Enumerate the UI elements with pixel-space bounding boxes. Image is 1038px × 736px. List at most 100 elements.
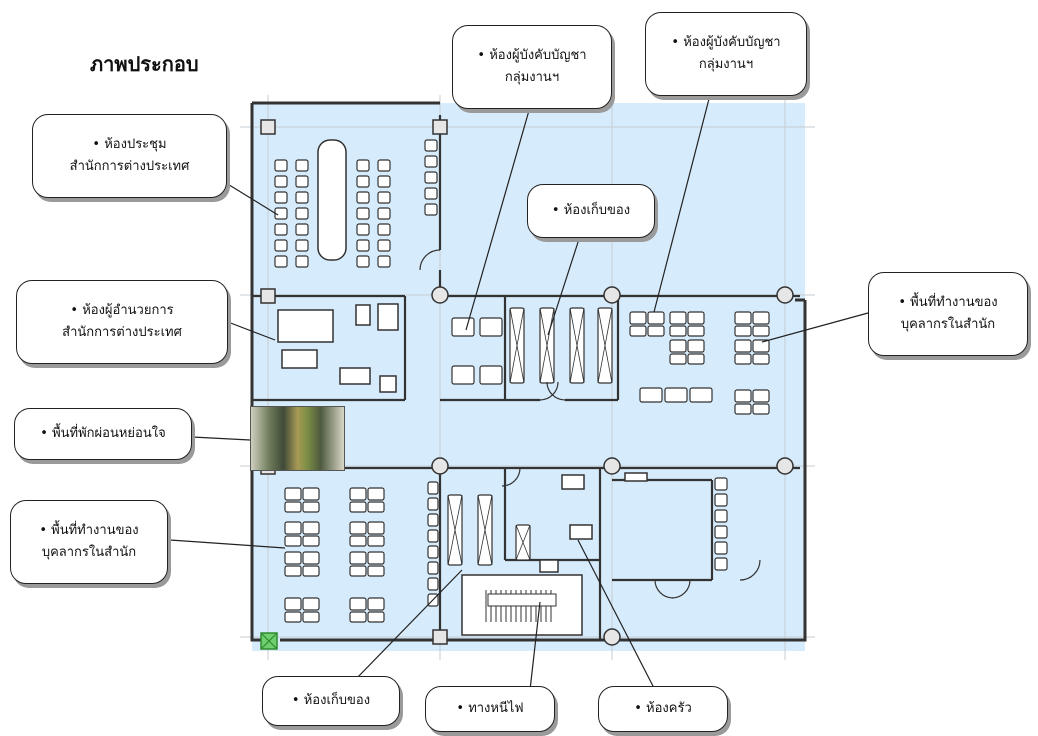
- desk-icon: [349, 487, 367, 501]
- chair-icon: [284, 611, 302, 623]
- chair-icon: [714, 493, 728, 507]
- chair-icon: [302, 565, 320, 577]
- callout-meeting-room: • ห้องประชุม สำนักการต่างประเทศ: [32, 114, 227, 198]
- chair-icon: [669, 353, 687, 365]
- chair-icon: [302, 611, 320, 623]
- desk-icon: [752, 339, 770, 353]
- chair-icon: [349, 501, 367, 513]
- chair-icon: [302, 535, 320, 547]
- chair-icon: [367, 535, 385, 547]
- callout-text-line: • ห้องผู้บังคับบัญชา: [671, 35, 781, 50]
- columns: [260, 119, 794, 646]
- desk-icon: [349, 597, 367, 611]
- chair-icon: [274, 191, 288, 204]
- chair-icon: [377, 239, 391, 252]
- chair-icon: [295, 239, 309, 252]
- callout-text-line: • ห้องเก็บของ: [551, 203, 631, 218]
- chair-icon: [714, 509, 728, 523]
- callout-fire-exit: • ทางหนีไฟ: [425, 686, 555, 732]
- chair-icon: [734, 403, 752, 415]
- chair-icon: [274, 207, 288, 220]
- desk-icon: [647, 311, 665, 325]
- chair-icon: [356, 207, 370, 220]
- callout-text-line: กลุ่มงานฯ: [504, 70, 560, 85]
- interior-walls: [252, 115, 800, 640]
- meeting-chairs: [274, 139, 438, 268]
- chair-icon: [295, 175, 309, 188]
- chair-icon: [367, 611, 385, 623]
- chair-icon: [377, 191, 391, 204]
- callout-text-line: • พื้นที่ทำงานของ: [898, 295, 998, 310]
- chair-icon: [349, 611, 367, 623]
- chair-icon: [424, 171, 438, 184]
- leader-lines: [169, 94, 869, 691]
- chair-icon: [302, 501, 320, 513]
- chair-icon: [377, 255, 391, 268]
- chair-icon: [377, 175, 391, 188]
- chair-icon: [629, 325, 647, 337]
- chair-icon: [752, 325, 770, 337]
- desk-icon: [349, 521, 367, 535]
- page-title: ภาพประกอบ: [90, 52, 199, 76]
- chair-icon: [295, 223, 309, 236]
- callout-text-line: • ห้องเก็บของ: [291, 693, 371, 708]
- director-office-furniture: [277, 303, 399, 393]
- chair-icon: [424, 139, 438, 152]
- callout-text-line: • ห้องประชุม: [92, 137, 167, 152]
- desk-icon: [752, 389, 770, 403]
- desk-icon: [302, 551, 320, 565]
- chair-icon: [752, 353, 770, 365]
- chair-icon: [274, 255, 288, 268]
- lounge-photo-icon: [250, 406, 345, 471]
- desk-icon: [349, 551, 367, 565]
- exterior-walls: [250, 101, 807, 642]
- chair-icon: [295, 159, 309, 172]
- chair-icon: [356, 159, 370, 172]
- callout-supervisor-room-2: • ห้องผู้บังคับบัญชา กลุ่มงานฯ: [645, 12, 807, 96]
- chair-icon: [424, 187, 438, 200]
- chair-icon: [424, 203, 438, 216]
- callout-text-line: • ทางหนีไฟ: [456, 701, 524, 716]
- desk-icon: [752, 311, 770, 325]
- chair-icon: [367, 501, 385, 513]
- desk-icon: [734, 389, 752, 403]
- desk-icon: [734, 311, 752, 325]
- chair-icon: [752, 403, 770, 415]
- desk-icon: [689, 387, 713, 403]
- chair-icon: [427, 577, 439, 591]
- chair-icon: [687, 353, 705, 365]
- desk-icon: [479, 317, 503, 337]
- desk-icon: [629, 311, 647, 325]
- callout-text-line: สำนักการต่างประเทศ: [69, 159, 190, 174]
- chair-icon: [356, 239, 370, 252]
- desk-icon: [734, 339, 752, 353]
- desk-icon: [284, 551, 302, 565]
- chair-icon: [356, 223, 370, 236]
- desk-icon: [451, 365, 475, 385]
- chair-icon: [284, 565, 302, 577]
- callout-director-room: • ห้องผู้อำนวยการ สำนักการต่างประเทศ: [16, 280, 228, 364]
- chair-icon: [295, 255, 309, 268]
- chair-icon: [367, 565, 385, 577]
- fire-exit-stair: [461, 574, 583, 636]
- callout-workspace-right: • พื้นที่ทำงานของ บุคลากรในสำนัก: [868, 272, 1028, 356]
- desk-icon: [669, 339, 687, 353]
- callout-text-line: บุคลากรในสำนัก: [41, 545, 137, 560]
- desk-icon: [284, 521, 302, 535]
- callout-text-line: • พื้นที่พักผ่อนหย่อนใจ: [40, 426, 166, 441]
- desk-icon: [451, 317, 475, 337]
- chair-icon: [349, 535, 367, 547]
- chair-icon: [687, 325, 705, 337]
- chair-icon: [427, 545, 439, 559]
- desk-icon: [639, 387, 663, 403]
- callout-text-line: กลุ่มงานฯ: [698, 57, 754, 72]
- exit-marker-icon: [260, 632, 278, 650]
- chair-icon: [274, 159, 288, 172]
- desk-icon: [302, 521, 320, 535]
- desk-icon: [479, 365, 503, 385]
- chair-icon: [274, 239, 288, 252]
- chair-icon: [714, 541, 728, 555]
- callout-text-line: บุคลากรในสำนัก: [900, 317, 996, 332]
- desk-icon: [687, 339, 705, 353]
